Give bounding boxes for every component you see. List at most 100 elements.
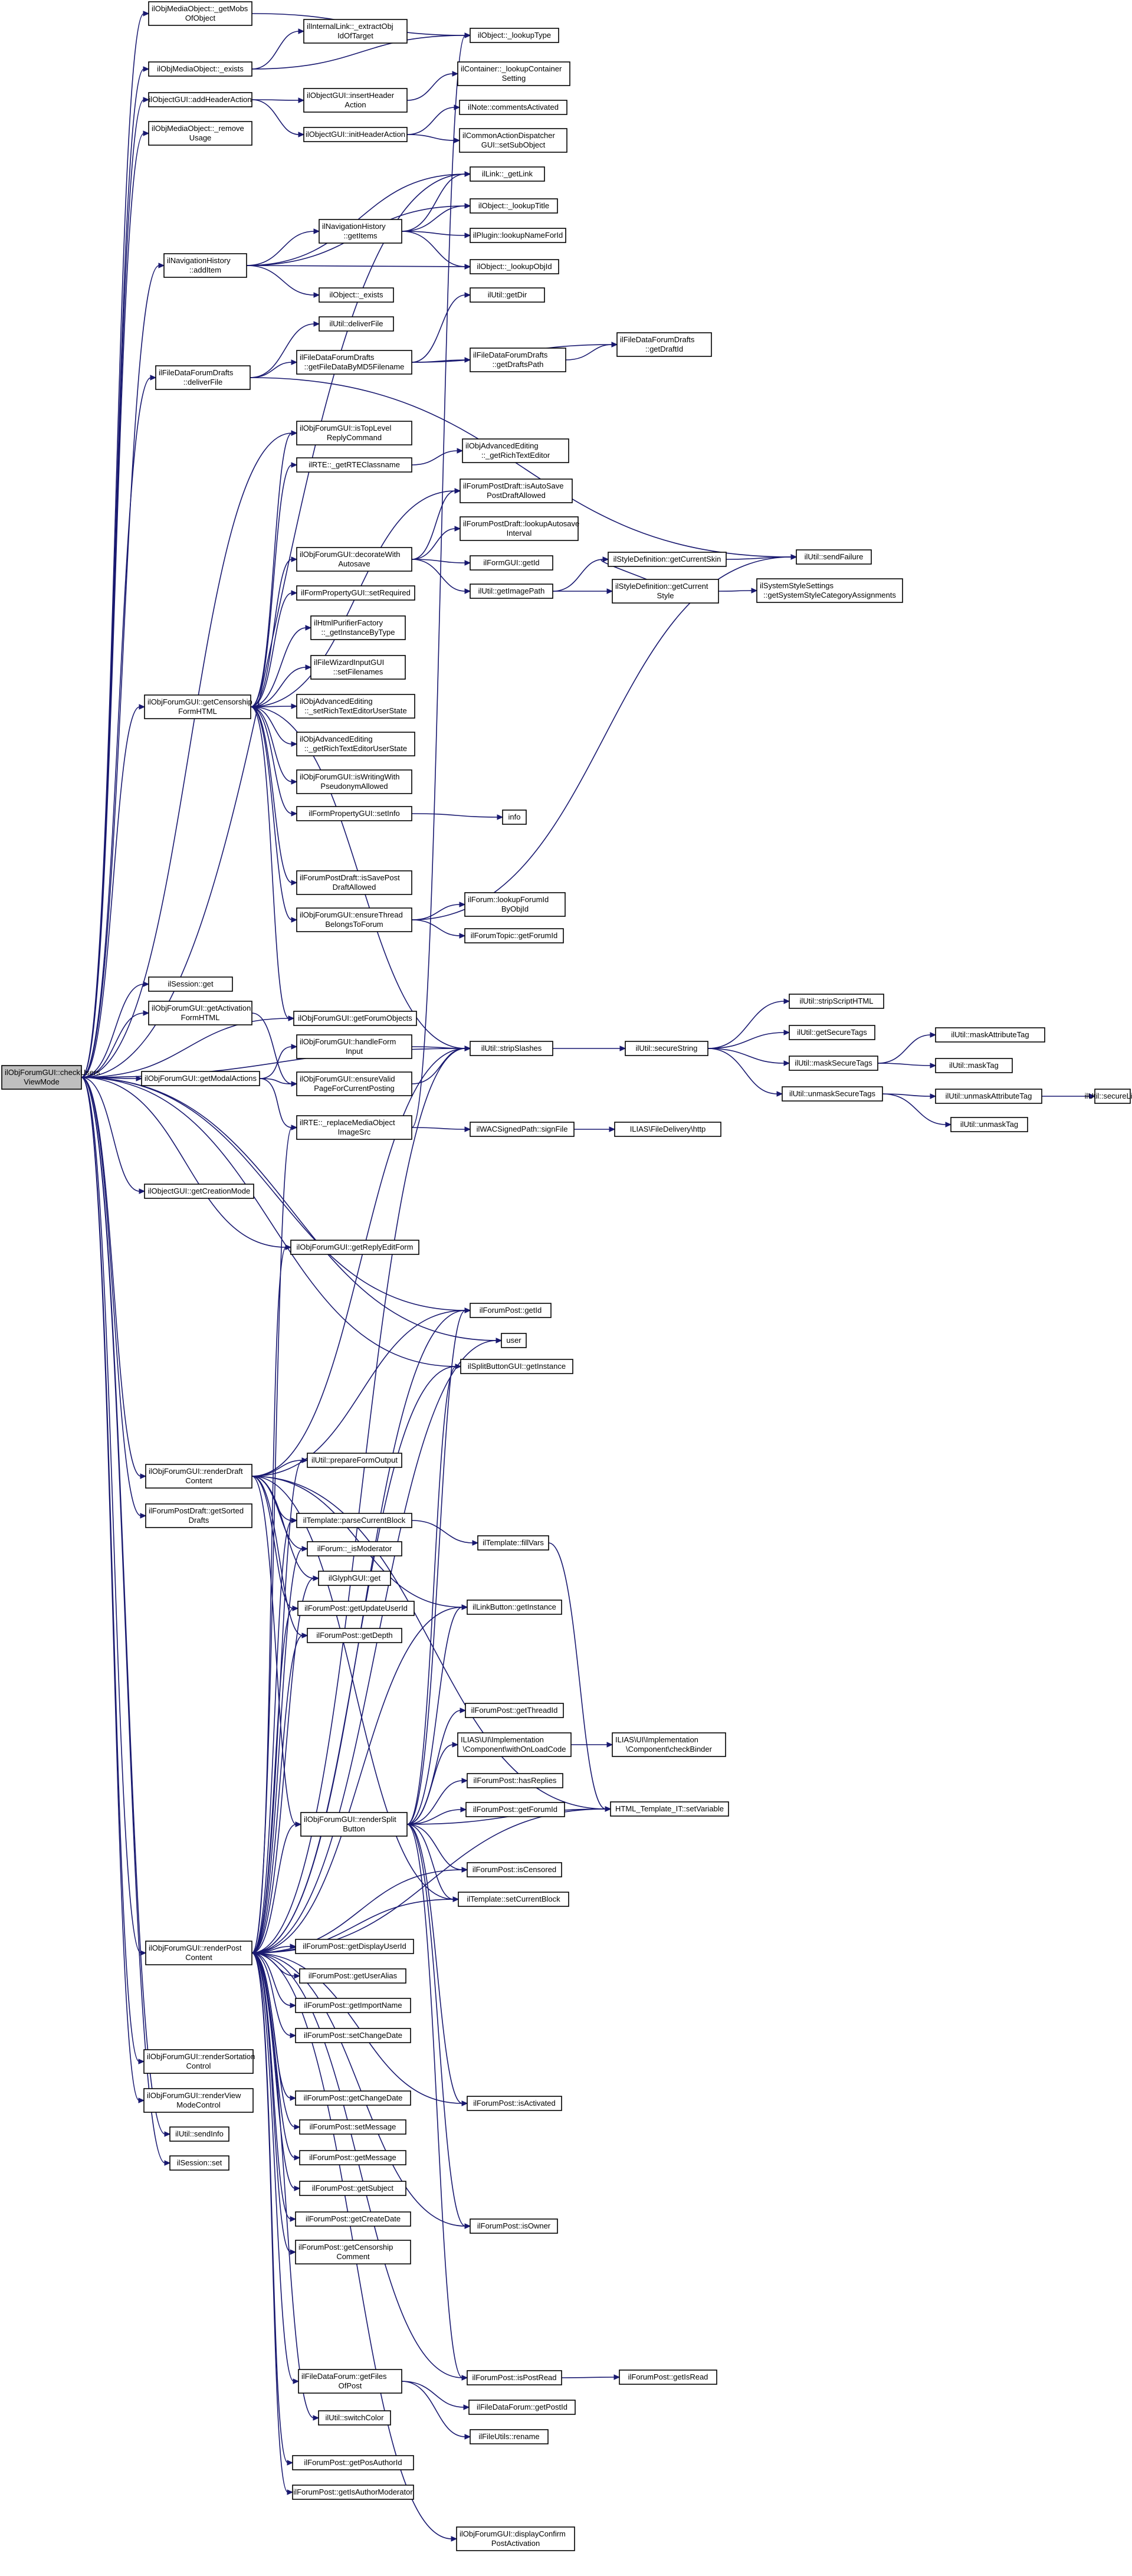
graph-node[interactable]: ilForumPost::isPostRead	[467, 2370, 562, 2385]
graph-node[interactable]: ilFileDataForumDrafts::getFileDataByMD5F…	[296, 350, 412, 375]
graph-node[interactable]: ilForumTopic::getForumId	[464, 928, 564, 943]
graph-node[interactable]: ilObjectGUI::addHeaderAction	[148, 92, 252, 107]
graph-node[interactable]: ilUtil::secureLink	[1085, 1089, 1132, 1104]
graph-node[interactable]: ilFormGUI::getId	[470, 555, 553, 571]
graph-node[interactable]: ilForumPost::setMessage	[299, 2119, 406, 2135]
graph-node[interactable]: ilForumPost::getSubject	[299, 2181, 406, 2196]
graph-node[interactable]: ilForumPost::getUserAlias	[299, 1968, 406, 1984]
graph-node[interactable]: ilNote::commentsActivated	[459, 100, 567, 115]
graph-node[interactable]: ilForumPost::setChangeDate	[295, 2028, 411, 2043]
graph-node[interactable]: ilUtil::getDir	[470, 287, 545, 303]
graph-node[interactable]: ilObjForumGUI::getForumObjects	[293, 1011, 417, 1026]
graph-node[interactable]: ilFileDataForum::getPostId	[468, 2400, 576, 2415]
graph-node[interactable]: ILIAS\UI\Implementation\Component\withOn…	[457, 1732, 572, 1757]
graph-node[interactable]: ilFileDataForumDrafts::getDraftId	[616, 332, 712, 357]
graph-node[interactable]: ilForumPost::getForumId	[465, 1802, 565, 1817]
graph-node[interactable]: ilFileDataForumDrafts::deliverFile	[155, 365, 251, 390]
graph-node[interactable]: ilForumPost::getPosAuthorId	[292, 2455, 414, 2470]
graph-node[interactable]: ilUtil::unmaskSecureTags	[782, 1086, 883, 1102]
graph-node[interactable]: ilObjForumGUI::isWritingWithPseudonymAll…	[296, 769, 412, 794]
graph-node[interactable]: ilTemplate::fillVars	[477, 1535, 549, 1551]
graph-node[interactable]: ilFormPropertyGUI::setRequired	[296, 585, 415, 601]
graph-node[interactable]: ilStyleDefinition::getCurrentSkin	[608, 552, 727, 567]
graph-node[interactable]: ILIAS\UI\Implementation\Component\checkB…	[612, 1732, 726, 1757]
graph-node[interactable]: ilUtil::prepareFormOutput	[307, 1453, 402, 1468]
graph-node[interactable]: ilForumPost::getUpdateUserId	[297, 1601, 415, 1616]
graph-node[interactable]: info	[502, 809, 527, 825]
graph-node[interactable]: ilLinkButton::getInstance	[467, 1600, 562, 1615]
graph-node[interactable]: ilForumPostDraft::isAutoSavePostDraftAll…	[460, 479, 573, 503]
graph-node[interactable]: ilForum::_isModerator	[307, 1541, 402, 1556]
graph-node[interactable]: ilObjAdvancedEditing::_setRichTextEditor…	[296, 694, 415, 719]
graph-node[interactable]: ilUtil::unmaskAttributeTag	[935, 1089, 1042, 1104]
graph-node[interactable]: ilUtil::sendFailure	[796, 549, 872, 565]
graph-node[interactable]: ilForumPost::getCreateDate	[295, 2211, 411, 2227]
graph-node[interactable]: ilHtmlPurifierFactory::_getInstanceByTyp…	[310, 615, 406, 640]
graph-node[interactable]: ilForumPost::getIsAuthorModerator	[292, 2485, 414, 2500]
graph-node[interactable]: ilObjForumGUI::getModalActions	[141, 1071, 260, 1086]
graph-node[interactable]: ilGlyphGUI::get	[318, 1571, 391, 1586]
graph-node[interactable]: ilObjForumGUI::displayConfirmPostActivat…	[456, 2526, 575, 2551]
graph-node[interactable]: ilSession::get	[148, 976, 233, 992]
graph-node[interactable]: ilForumPost::isCensored	[467, 1862, 562, 1877]
graph-node[interactable]: ilFileWizardInputGUI::setFilenames	[310, 655, 406, 680]
graph-node[interactable]: ilObjAdvancedEditing::_getRichTextEditor	[462, 438, 569, 463]
graph-node[interactable]: ilUtil::getImagePath	[470, 584, 553, 599]
graph-node[interactable]: ilTemplate::parseCurrentBlock	[296, 1513, 412, 1528]
graph-node[interactable]: ilUtil::deliverFile	[319, 316, 394, 332]
graph-node[interactable]: ilForumPost::hasReplies	[467, 1773, 563, 1788]
graph-node[interactable]: ilObject::_exists	[319, 287, 394, 303]
graph-node[interactable]: ilSystemStyleSettings::getSystemStyleCat…	[756, 578, 903, 603]
graph-node[interactable]: HTML_Template_IT::setVariable	[610, 1801, 729, 1817]
graph-node[interactable]: ilNavigationHistory::addItem	[163, 253, 247, 278]
graph-node[interactable]: ilForumPost::isOwner	[470, 2218, 558, 2234]
graph-node[interactable]: ilForumPost::getId	[470, 1303, 552, 1318]
graph-node[interactable]: ilUtil::sendInfo	[169, 2126, 229, 2142]
graph-node[interactable]: ilForumPost::isActivated	[467, 2096, 562, 2111]
graph-node[interactable]: ilForumPost::getMessage	[299, 2150, 406, 2165]
graph-node[interactable]: ilObject::_lookupTitle	[470, 198, 558, 214]
graph-node[interactable]: ilForumPost::getIsRead	[619, 2369, 717, 2385]
graph-node[interactable]: ilCommonActionDispatcherGUI::setSubObjec…	[459, 128, 567, 153]
graph-node[interactable]: ilPlugin::lookupNameForId	[470, 228, 566, 243]
graph-node[interactable]: ilForumPost::getThreadId	[465, 1703, 564, 1718]
graph-node[interactable]: ilObject::_lookupObjId	[470, 259, 559, 274]
graph-node[interactable]: ilObjForumGUI::ensureValidPageForCurrent…	[296, 1071, 412, 1096]
graph-node[interactable]: ilObjAdvancedEditing::_getRichTextEditor…	[296, 732, 415, 756]
graph-node[interactable]: ilRTE::_getRTEClassname	[296, 457, 412, 473]
graph-node[interactable]: ilObjectGUI::getCreationMode	[144, 1184, 254, 1199]
graph-node[interactable]: ilUtil::maskTag	[935, 1058, 1013, 1073]
graph-node[interactable]: ilUtil::getSecureTags	[789, 1025, 875, 1040]
graph-node[interactable]: ilSplitButtonGUI::getInstance	[460, 1359, 573, 1374]
graph-node[interactable]: ilForumPost::getImportName	[295, 1998, 411, 2013]
graph-node[interactable]: ilUtil::secureString	[625, 1041, 708, 1056]
graph-node[interactable]: ilNavigationHistory::getItems	[319, 219, 402, 244]
graph-node[interactable]: ilForumPost::getDepth	[307, 1628, 402, 1643]
graph-node[interactable]: ilForumPost::getDisplayUserId	[295, 1939, 414, 1954]
graph-node[interactable]: ilTemplate::setCurrentBlock	[458, 1892, 569, 1907]
graph-node[interactable]: ilWACSignedPath::signFile	[470, 1122, 575, 1137]
graph-node[interactable]: ilObject::_lookupType	[470, 28, 559, 43]
graph-node[interactable]: ilUtil::maskAttributeTag	[935, 1027, 1045, 1043]
graph-node[interactable]: ILIAS\FileDelivery\http	[614, 1122, 721, 1137]
graph-node[interactable]: ilUtil::stripSlashes	[470, 1041, 553, 1056]
